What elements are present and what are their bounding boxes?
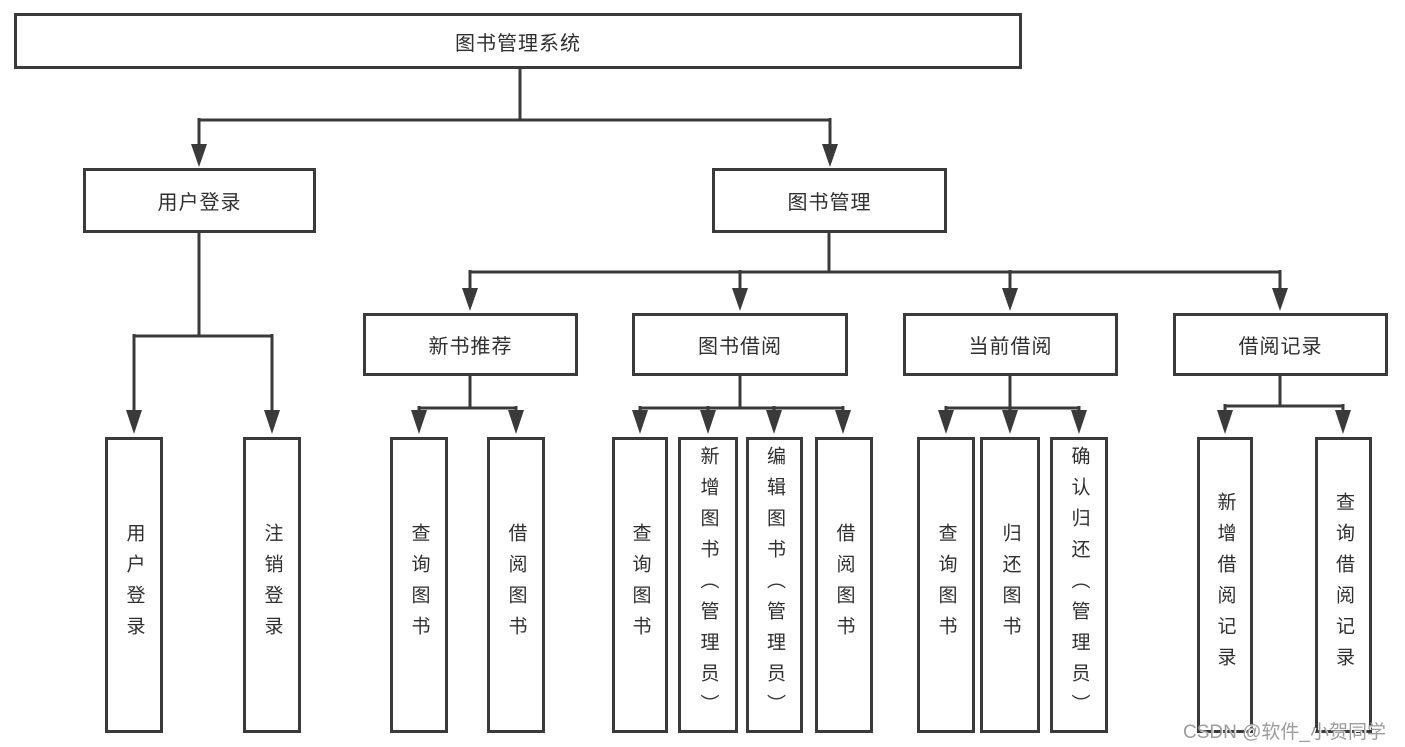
node-new-book-recommend: 新书推荐 (363, 313, 578, 376)
node-user-login-branch: 用户登录 (83, 168, 316, 233)
leaf-query-books-recommend-label: 查询图书 (408, 523, 430, 647)
leaf-logout-label: 注销登录 (261, 523, 283, 647)
leaf-edit-books-admin: 编辑图书（管理员） (746, 437, 803, 733)
arrowhead-icons (126, 144, 1351, 434)
node-book-management: 图书管理 (712, 168, 947, 233)
connector-borrow-records-to-leaves (1223, 376, 1345, 412)
leaf-query-books-current-label: 查询图书 (935, 523, 957, 647)
connector-book-borrow-to-leaves (638, 376, 845, 412)
node-current-borrow-label: 当前借阅 (968, 336, 1053, 358)
leaf-borrow-books-recommend-label: 借阅图书 (505, 523, 527, 647)
leaf-add-borrow-record-label: 新增借阅记录 (1214, 492, 1236, 678)
node-book-management-label: 图书管理 (787, 192, 872, 214)
leaf-confirm-return-admin-label: 确认归还（管理员） (1068, 445, 1090, 725)
leaf-add-borrow-record: 新增借阅记录 (1197, 437, 1253, 733)
leaf-logout: 注销登录 (243, 437, 301, 733)
leaf-query-books-borrow-label: 查询图书 (629, 523, 651, 647)
leaf-query-books-current: 查询图书 (917, 437, 975, 733)
node-borrow-records: 借阅记录 (1173, 313, 1388, 376)
leaf-add-books-admin-label: 新增图书（管理员） (697, 445, 719, 725)
leaf-user-login-label: 用户登录 (123, 523, 145, 647)
leaf-return-books: 归还图书 (980, 437, 1040, 733)
node-current-borrow: 当前借阅 (903, 313, 1118, 376)
node-library-system-label: 图书管理系统 (455, 32, 581, 55)
leaf-return-books-label: 归还图书 (999, 523, 1021, 647)
leaf-confirm-return-admin: 确认归还（管理员） (1050, 437, 1108, 733)
leaf-query-books-recommend: 查询图书 (390, 437, 448, 733)
connector-user-login-to-leaves (132, 233, 274, 412)
leaf-add-books-admin: 新增图书（管理员） (678, 437, 738, 733)
node-book-borrow: 图书借阅 (632, 313, 848, 376)
leaf-borrow-books-recommend: 借阅图书 (487, 437, 545, 733)
leaf-borrow-books: 借阅图书 (815, 437, 873, 733)
leaf-edit-books-admin-label: 编辑图书（管理员） (764, 445, 785, 725)
leaf-user-login: 用户登录 (105, 437, 163, 733)
connector-book-management-to-level3 (468, 233, 1282, 290)
leaf-query-borrow-record: 查询借阅记录 (1315, 437, 1372, 733)
node-borrow-records-label: 借阅记录 (1238, 336, 1323, 358)
leaf-query-borrow-record-label: 查询借阅记录 (1333, 492, 1354, 678)
watermark-text: CSDN @软件_小贺同学 (1183, 722, 1386, 743)
node-library-system: 图书管理系统 (14, 13, 1022, 69)
connector-root-to-level2 (197, 69, 832, 146)
node-new-book-recommend-label: 新书推荐 (428, 336, 513, 358)
connector-current-borrow-to-leaves (944, 376, 1081, 412)
leaf-query-books-borrow: 查询图书 (612, 437, 668, 733)
leaf-borrow-books-label: 借阅图书 (833, 523, 855, 647)
node-book-borrow-label: 图书借阅 (698, 336, 782, 358)
node-user-login-branch-label: 用户登录 (157, 192, 242, 214)
connector-new-book-recommend-to-leaves (417, 376, 518, 412)
